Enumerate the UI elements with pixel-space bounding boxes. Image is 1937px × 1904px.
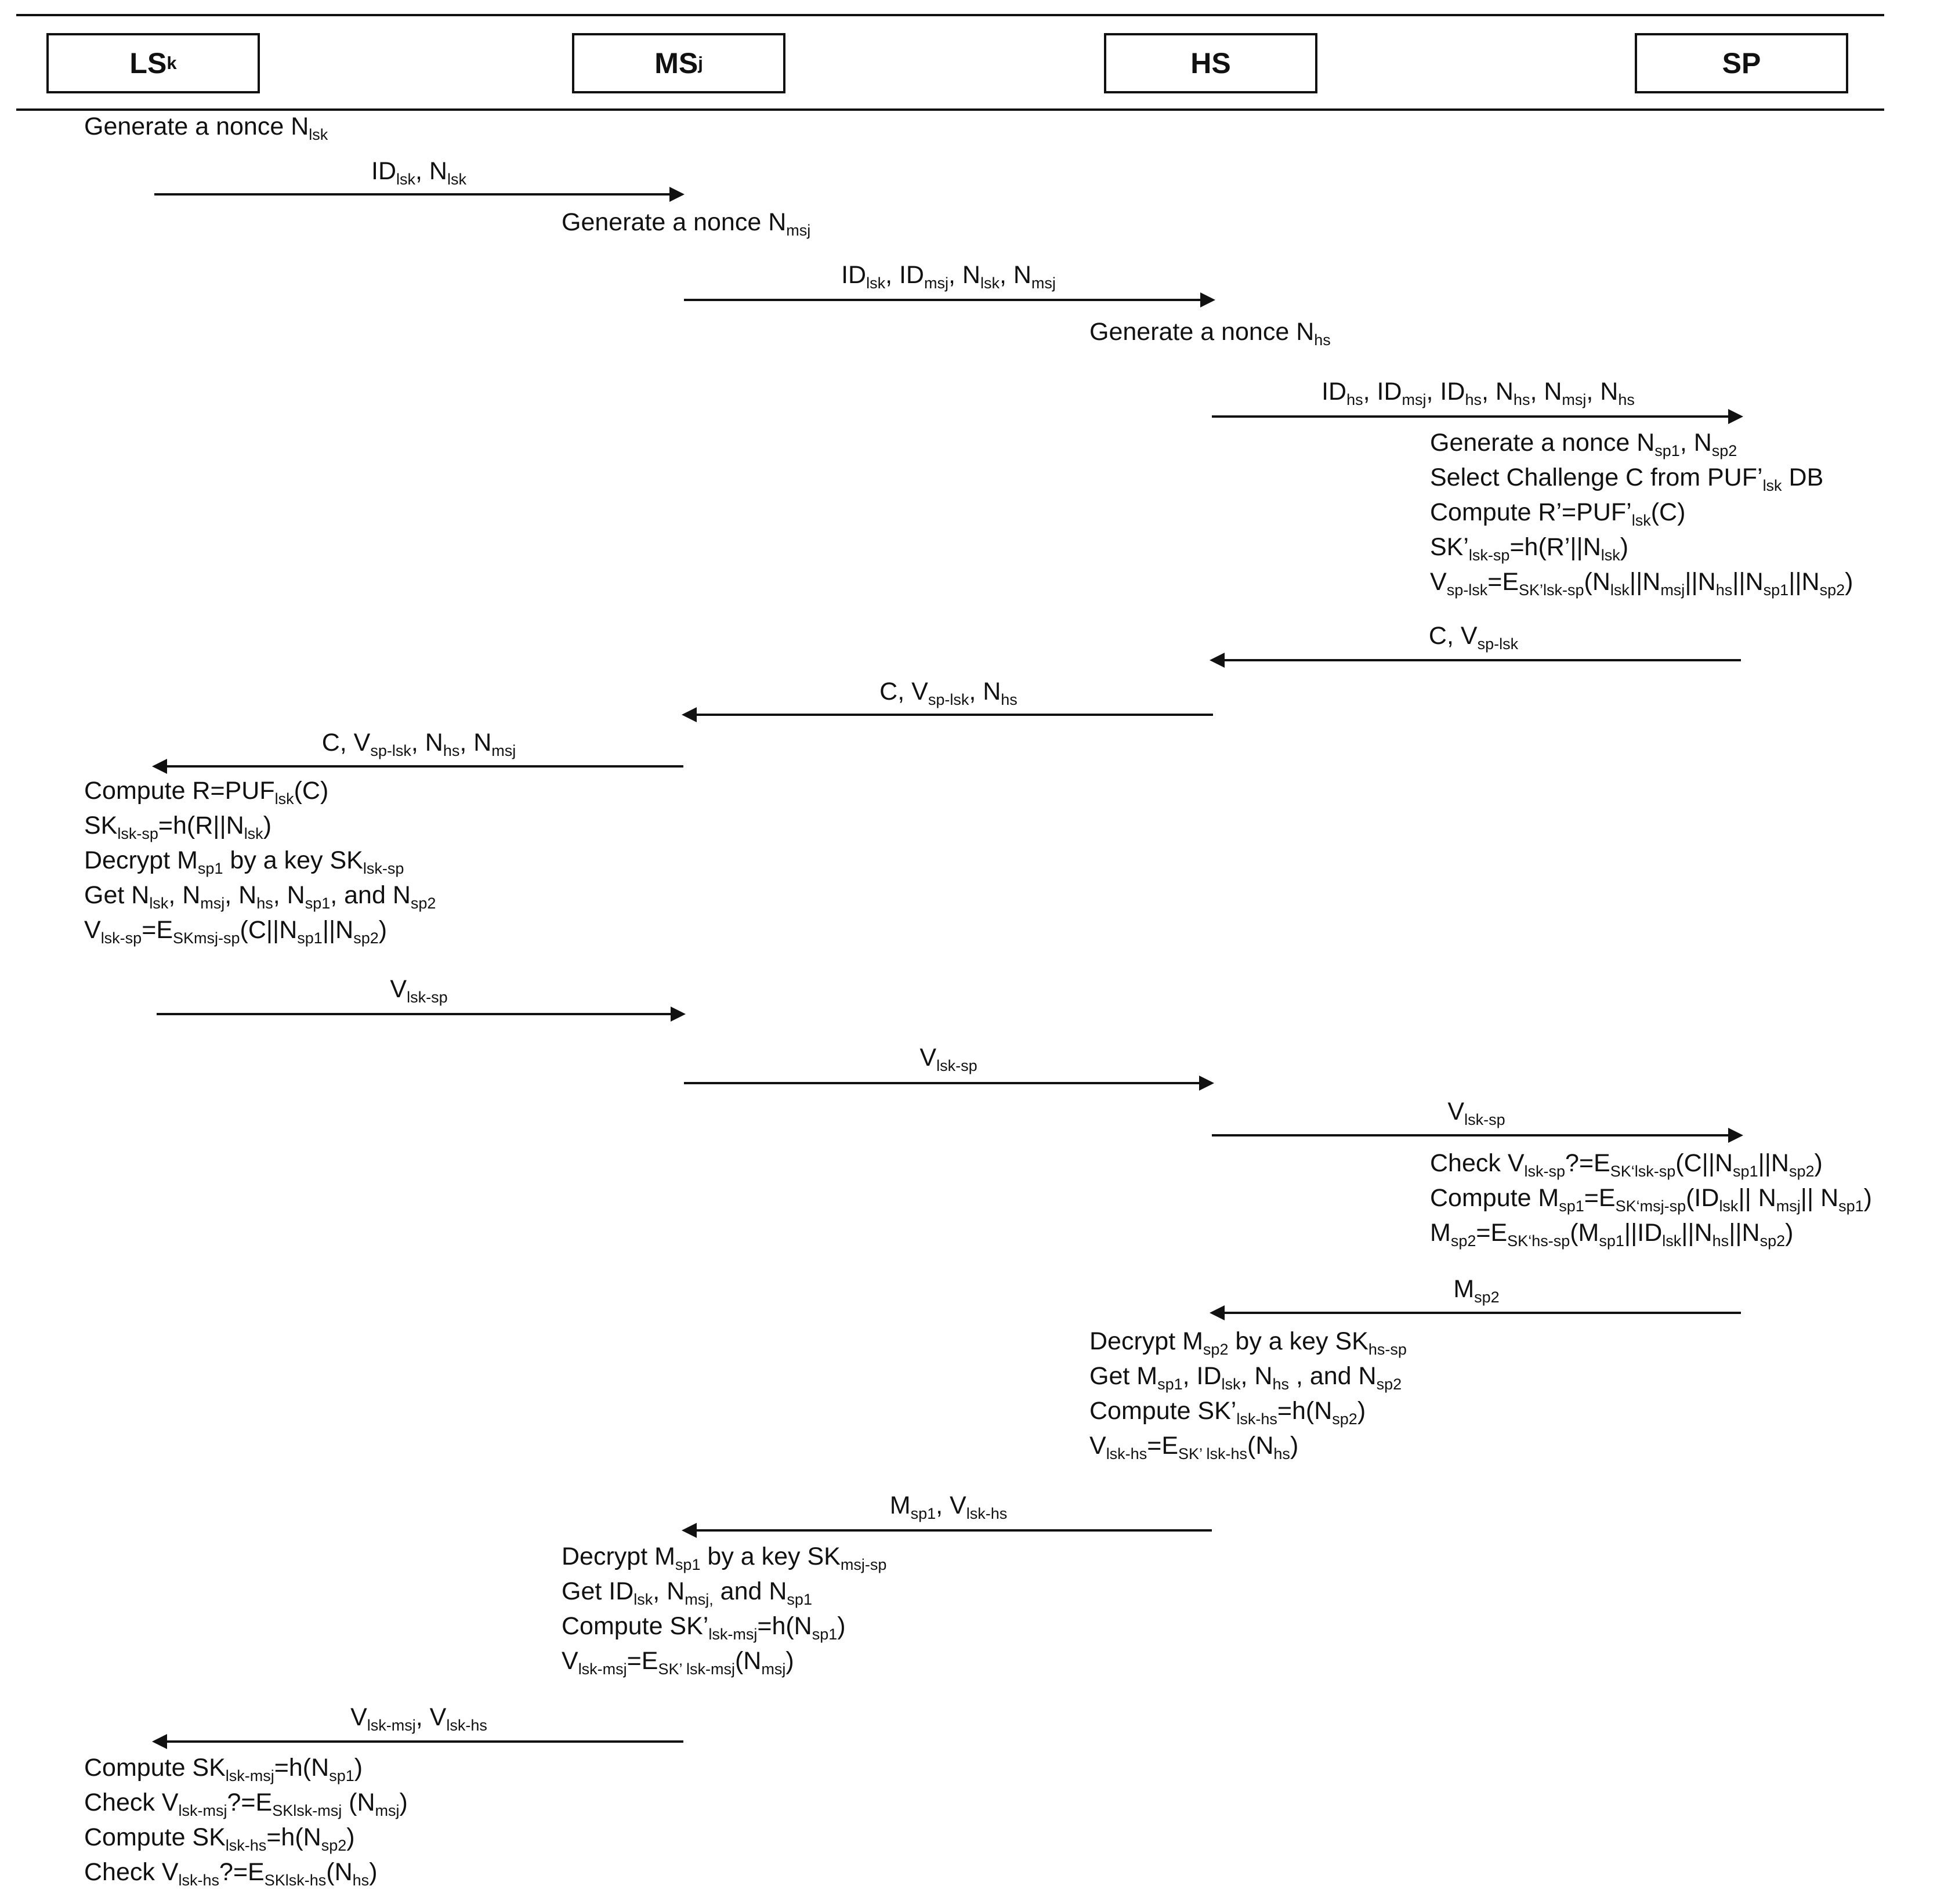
computation-line: Msp2=ESK‘hs-sp(Msp1||IDlsk||Nhs||Nsp2) (1430, 1219, 1794, 1250)
message-arrow-10 (1210, 1305, 1741, 1320)
block-msj-generate-nonce: Generate a nonce Nmsj (562, 205, 810, 240)
header-rule (16, 108, 1884, 111)
message-arrow-4 (1210, 653, 1741, 668)
message-label-3: IDhs, IDmsj, IDhs, Nhs, Nmsj, Nhs (1321, 378, 1635, 408)
computation-line: Check Vlsk-sp?=ESK‘lsk-sp(C||Nsp1||Nsp2) (1430, 1149, 1823, 1180)
computation-line: Compute Msp1=ESK‘msj-sp(IDlsk|| Nmsj|| N… (1430, 1184, 1872, 1215)
message-arrow-3 (1212, 409, 1743, 424)
computation-line: Select Challenge C from PUF’lsk DB (1430, 464, 1824, 494)
computation-line: Generate a nonce Nlsk (84, 113, 328, 143)
computation-line: Vsp-lsk=ESK’lsk-sp(Nlsk||Nmsj||Nhs||Nsp1… (1430, 568, 1853, 599)
computation-line: Check Vlsk-msj?=ESKlsk-msj (Nmsj) (84, 1789, 408, 1819)
message-label-8: Vlsk-sp (919, 1044, 977, 1074)
message-arrow-1 (154, 187, 685, 202)
computation-line: Compute SK’lsk-hs=h(Nsp2) (1089, 1397, 1366, 1428)
computation-line: Decrypt Msp1 by a key SKlsk-sp (84, 846, 404, 877)
block-lsk-generate-nonce: Generate a nonce Nlsk (84, 109, 328, 144)
message-label-2: IDlsk, IDmsj, Nlsk, Nmsj (841, 261, 1056, 292)
message-arrow-12 (152, 1734, 683, 1749)
block-hs-generate-nonce: Generate a nonce Nhs (1089, 314, 1331, 349)
entity-hs-name: HS (1190, 47, 1231, 79)
block-lsk-response: Compute R=PUFlsk(C) SKlsk-sp=h(R||Nlsk) De… (84, 773, 436, 947)
computation-line: Generate a nonce Nsp1, Nsp2 (1430, 429, 1737, 459)
entity-sp-name: SP (1722, 47, 1761, 79)
message-arrow-7 (157, 1007, 686, 1022)
computation-line: Compute SKlsk-msj=h(Nsp1) (84, 1754, 363, 1784)
computation-line: Compute R’=PUF’lsk(C) (1430, 498, 1686, 529)
message-label-11: Msp1, Vlsk-hs (889, 1492, 1008, 1522)
computation-line: Get Msp1, IDlsk, Nhs , and Nsp2 (1089, 1362, 1402, 1393)
block-sp-verify: Check Vlsk-sp?=ESK‘lsk-sp(C||Nsp1||Nsp2)… (1430, 1146, 1872, 1250)
entity-lsk-name: LS (129, 47, 167, 79)
computation-line: Vlsk-msj=ESK’ lsk-msj(Nmsj) (562, 1647, 794, 1678)
computation-line: Check Vlsk-hs?=ESKlsk-hs(Nhs) (84, 1858, 378, 1889)
computation-line: Compute SKlsk-hs=h(Nsp2) (84, 1823, 355, 1854)
message-arrow-5 (682, 707, 1213, 722)
message-arrow-9 (1212, 1128, 1743, 1143)
top-rule (16, 14, 1884, 16)
entity-sp: SP (1635, 33, 1848, 93)
computation-line: Generate a nonce Nmsj (562, 208, 811, 239)
message-label-9: Vlsk-sp (1447, 1098, 1505, 1128)
message-arrow-6 (152, 759, 683, 774)
computation-line: Vlsk-hs=ESK’ lsk-hs(Nhs) (1089, 1432, 1299, 1463)
message-label-4: C, Vsp-lsk (1428, 622, 1519, 653)
computation-line: SK’lsk-sp=h(R’||Nlsk) (1430, 533, 1629, 564)
computation-line: Get Nlsk, Nmsj, Nhs, Nsp1, and Nsp2 (84, 881, 436, 912)
message-label-1: IDlsk, Nlsk (371, 157, 466, 188)
message-arrow-11 (682, 1523, 1212, 1538)
computation-line: Generate a nonce Nhs (1089, 318, 1331, 349)
computation-line: Decrypt Msp1 by a key SKmsj-sp (562, 1543, 887, 1573)
message-arrow-8 (684, 1076, 1214, 1091)
message-label-5: C, Vsp-lsk, Nhs (879, 678, 1018, 708)
message-label-10: Msp2 (1453, 1275, 1500, 1306)
message-label-6: C, Vsp-lsk, Nhs, Nmsj (321, 729, 516, 759)
computation-line: Compute R=PUFlsk(C) (84, 777, 329, 808)
computation-line: SKlsk-sp=h(R||Nlsk) (84, 812, 272, 842)
entity-msj-sub: j (698, 53, 703, 73)
entity-hs: HS (1104, 33, 1317, 93)
entity-lsk-sub: k (166, 53, 177, 73)
message-label-12: Vlsk-msj, Vlsk-hs (350, 1703, 487, 1734)
block-lsk-final: Compute SKlsk-msj=h(Nsp1) Check Vlsk-msj?… (84, 1750, 408, 1889)
message-label-7: Vlsk-sp (390, 975, 448, 1006)
computation-line: Get IDlsk, Nmsj, and Nsp1 (562, 1577, 812, 1608)
computation-line: Compute SK’lsk-msj=h(Nsp1) (562, 1612, 846, 1643)
message-arrow-2 (684, 292, 1215, 307)
entity-msj-name: MS (654, 47, 698, 79)
computation-line: Vlsk-sp=ESKmsj-sp(C||Nsp1||Nsp2) (84, 916, 388, 947)
computation-line: Decrypt Msp2 by a key SKhs-sp (1089, 1327, 1407, 1358)
